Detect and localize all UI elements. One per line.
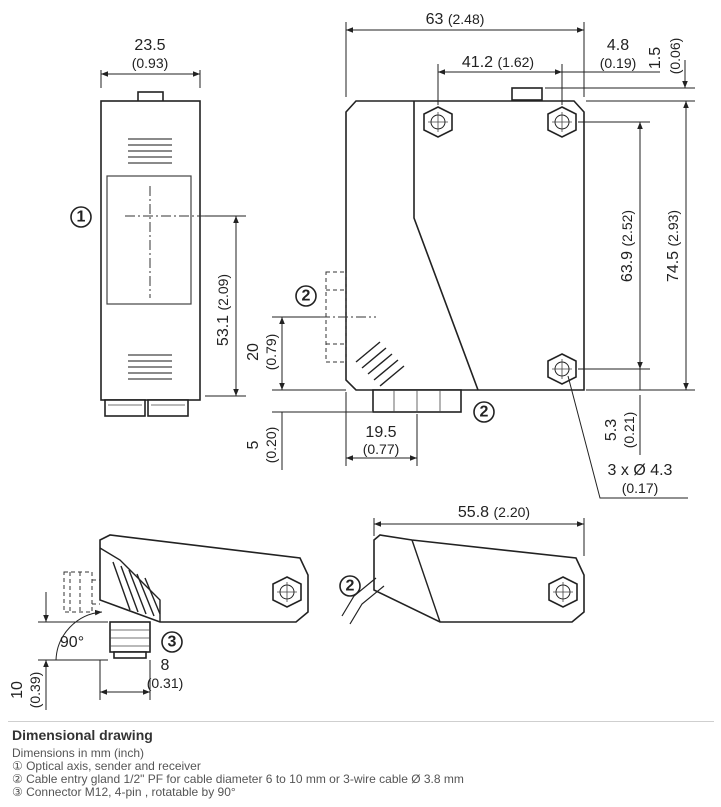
dim-gland-offset-inch: (0.77) xyxy=(363,441,400,457)
side-view xyxy=(272,22,695,499)
dim-bottom-width: 55.8 (2.20) xyxy=(458,504,530,521)
dim-axis-height-mm: 53.1 (2.09) xyxy=(215,274,232,346)
caption: Dimensional drawing Dimensions in mm (in… xyxy=(12,727,712,799)
callout-two-side: 2 xyxy=(295,285,317,307)
dim-connector-width-mm: 8 xyxy=(161,657,170,674)
front-view xyxy=(100,70,246,417)
dim-holes-mm: 3 x Ø 4.3 xyxy=(608,462,673,479)
caption-separator xyxy=(8,721,714,722)
svg-text:2: 2 xyxy=(302,288,311,305)
dim-gland-height-inch: (0.79) xyxy=(263,334,279,371)
dim-connector-height-mm: 10 xyxy=(9,681,26,699)
bottom-view-cable xyxy=(341,518,585,625)
caption-line: ③ Connector M12, 4-pin , rotatable by 90… xyxy=(12,785,236,799)
dim-connector-width-inch: (0.31) xyxy=(147,675,184,691)
callout-one: 1 xyxy=(70,206,92,228)
dim-offset-small-mm: 4.8 xyxy=(607,37,629,54)
dim-top-gap-mm: 1.5 xyxy=(647,47,664,69)
callout-two-cable: 2 xyxy=(339,575,361,597)
svg-text:1: 1 xyxy=(77,209,86,226)
dim-connector-height-inch: (0.39) xyxy=(27,672,43,709)
bottom-view-connector xyxy=(38,534,309,710)
dimensional-drawing: 23.5 (0.93) 53.1 (2.09) 1 xyxy=(9,11,695,710)
dim-hole-bottom-inch: (0.21) xyxy=(621,412,637,449)
dim-holes-inch: (0.17) xyxy=(622,480,659,496)
caption-line: ② Cable entry gland 1/2" PF for cable di… xyxy=(12,772,464,786)
dim-offset-top: 41.2 (1.62) xyxy=(462,54,534,71)
dim-gland-height-mm: 20 xyxy=(245,343,262,361)
callout-three: 3 xyxy=(161,631,183,653)
dim-offset-small-inch: (0.19) xyxy=(600,55,637,71)
caption-title: Dimensional drawing xyxy=(12,727,153,743)
dim-bottom-gap-inch: (0.20) xyxy=(263,427,279,464)
dim-hole-bottom-mm: 5.3 xyxy=(603,419,620,441)
dim-total-width: 63 (2.48) xyxy=(426,11,485,28)
caption-line: Dimensions in mm (inch) xyxy=(12,746,145,760)
dim-bottom-gap-mm: 5 xyxy=(245,440,262,449)
mounting-hole-bottom xyxy=(547,353,577,385)
dim-angle: 90° xyxy=(60,634,84,651)
svg-text:2: 2 xyxy=(346,578,355,595)
dim-front-width-inch: (0.93) xyxy=(132,55,169,71)
dim-gland-offset-mm: 19.5 xyxy=(365,424,396,441)
mounting-hole-top-left xyxy=(423,106,453,138)
dim-total-height: 74.5 (2.93) xyxy=(665,210,682,282)
dim-hole-spacing: 63.9 (2.52) xyxy=(619,210,636,282)
dim-front-width-mm: 23.5 xyxy=(134,37,165,54)
callout-two-bottom: 2 xyxy=(473,401,495,423)
svg-text:2: 2 xyxy=(480,404,489,421)
svg-text:3: 3 xyxy=(168,634,177,651)
mounting-hole-top-right xyxy=(547,106,577,138)
dim-top-gap-inch: (0.06) xyxy=(667,38,683,75)
caption-line: ① Optical axis, sender and receiver xyxy=(12,759,201,773)
